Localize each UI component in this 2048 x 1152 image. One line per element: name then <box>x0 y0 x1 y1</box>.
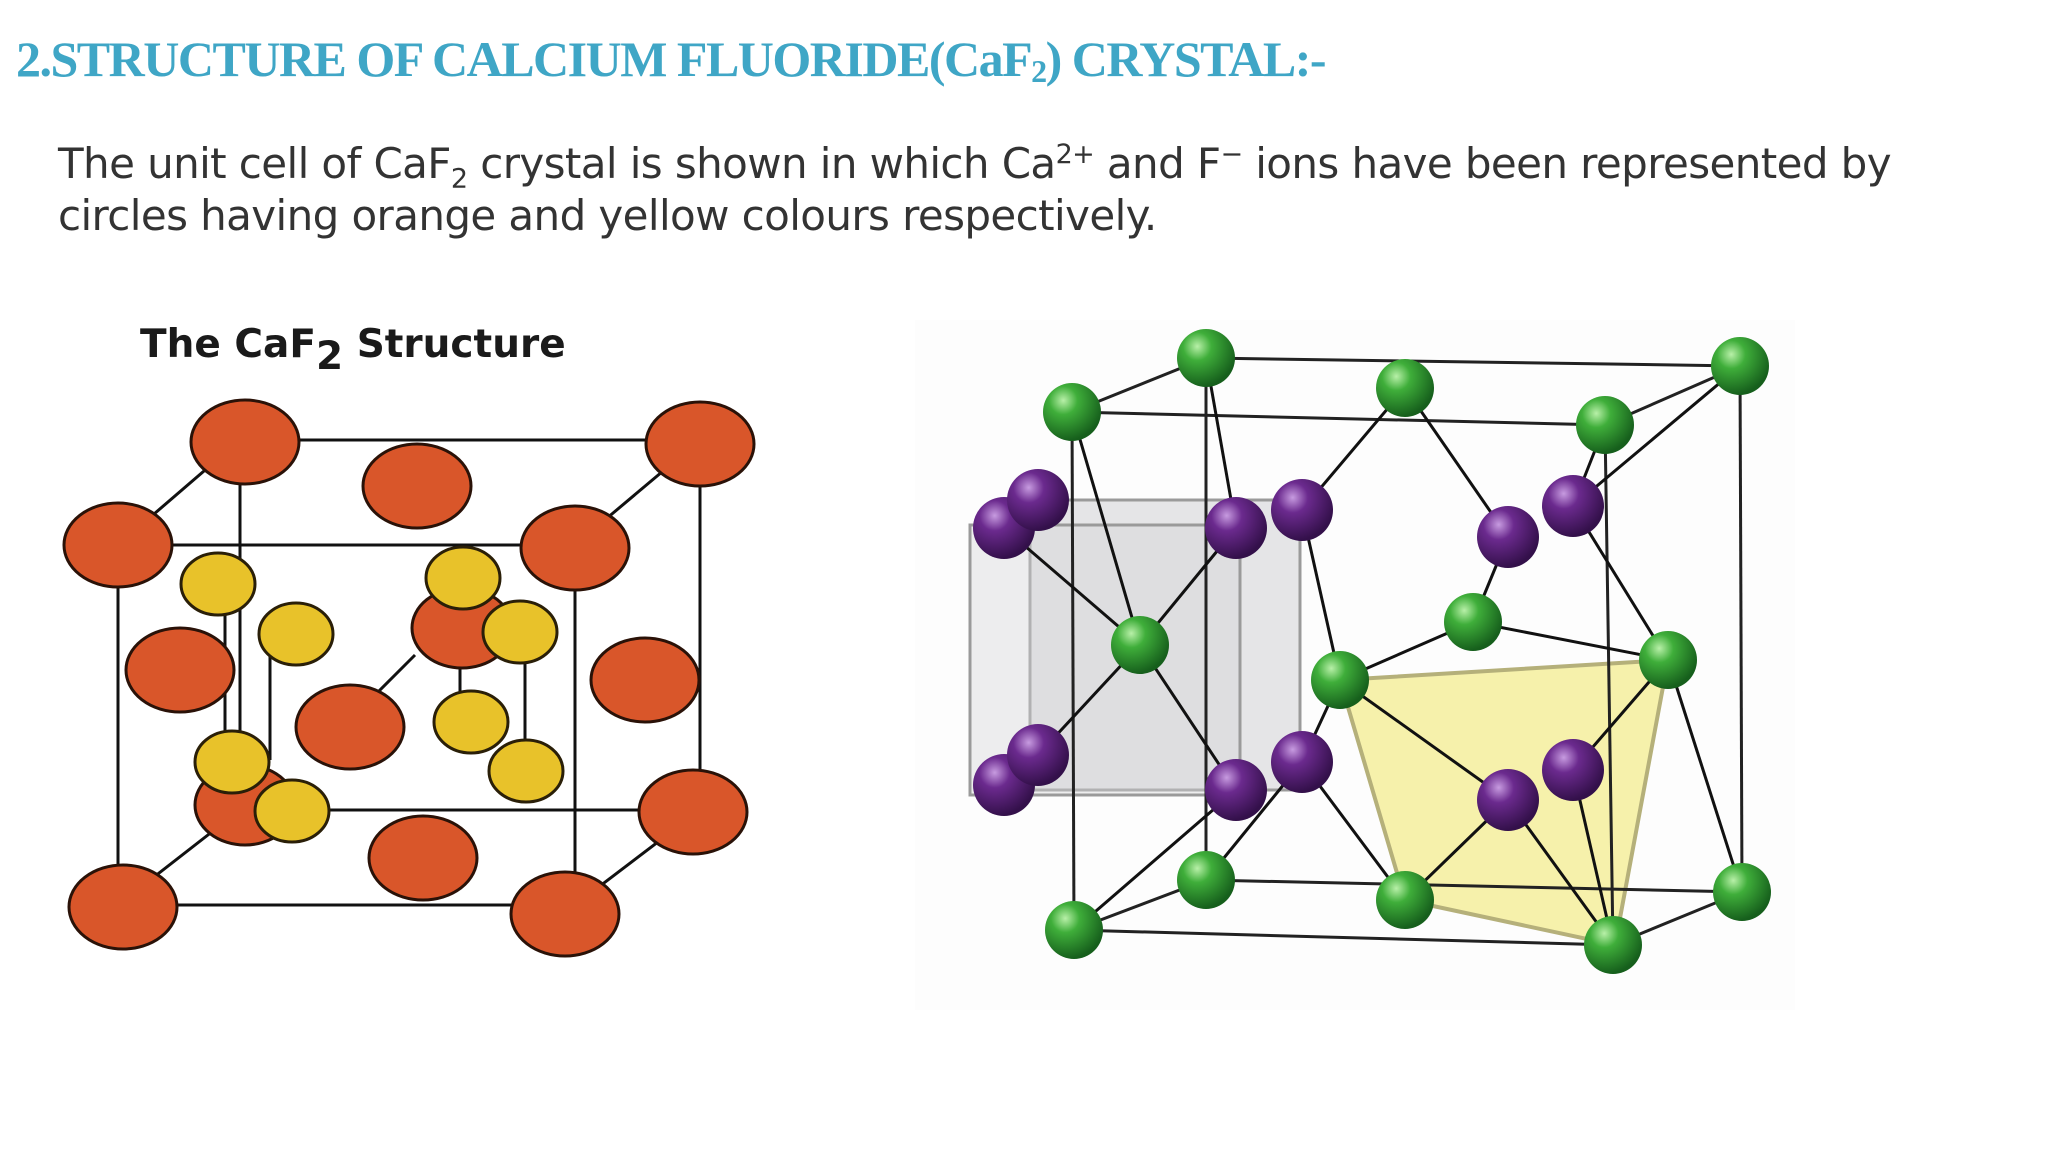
purple-ion <box>1542 739 1604 801</box>
green-ion <box>1311 651 1369 709</box>
f-ion <box>193 729 271 795</box>
purple-ion <box>1477 506 1539 568</box>
purple-ion <box>1477 769 1539 831</box>
ca-ion <box>589 636 701 724</box>
ca-ion <box>509 870 621 958</box>
ca-ion <box>644 400 756 488</box>
ca-ion <box>519 504 631 592</box>
purple-ion <box>1007 724 1069 786</box>
green-ion <box>1043 383 1101 441</box>
description-text-3: and F <box>1094 139 1221 188</box>
description-text-4: ions have been represented by circles ha… <box>58 139 1892 240</box>
green-ion <box>1711 337 1769 395</box>
f-ion <box>481 599 559 665</box>
purple-ion <box>1007 469 1069 531</box>
title-text: STRUCTURE OF CALCIUM FLUORIDE(CaF <box>50 31 1033 87</box>
f-ion <box>179 551 257 617</box>
green-ion <box>1576 396 1634 454</box>
description-text-1: The unit cell of CaF <box>58 139 451 188</box>
description-subscript: 2 <box>450 163 468 195</box>
green-ion <box>1045 901 1103 959</box>
title-text-end: ) CRYSTAL:- <box>1045 31 1327 87</box>
slide-title: 2.STRUCTURE OF CALCIUM FLUORIDE(CaF2) CR… <box>16 30 1327 89</box>
green-ion <box>1639 631 1697 689</box>
ca-ion <box>637 768 749 856</box>
f-ion <box>487 738 565 804</box>
caption-suffix: Structure <box>343 322 566 367</box>
f-ion <box>253 778 331 844</box>
green-ion <box>1177 329 1235 387</box>
title-number: 2. <box>16 31 52 87</box>
green-ions <box>1043 329 1771 974</box>
description-superscript-f: − <box>1220 139 1243 170</box>
ca-ion <box>67 863 179 951</box>
green-ion <box>1713 863 1771 921</box>
caption-subscript: 2 <box>315 334 344 379</box>
ca-ion <box>367 814 479 902</box>
purple-ions <box>973 469 1604 831</box>
green-ion <box>1177 851 1235 909</box>
caption-text: The CaF <box>140 322 316 367</box>
f-ion <box>257 601 335 667</box>
purple-ion <box>1271 479 1333 541</box>
purple-ion <box>1205 759 1267 821</box>
ca-ion <box>294 683 406 771</box>
ca-ion <box>62 501 174 589</box>
green-ion <box>1376 359 1434 417</box>
purple-ion <box>1542 475 1604 537</box>
f-ion <box>424 545 502 611</box>
green-ion <box>1584 916 1642 974</box>
green-ion <box>1444 593 1502 651</box>
description-text-2: crystal is shown in which Ca <box>467 139 1056 188</box>
description-superscript-ca: 2+ <box>1055 139 1095 170</box>
purple-ion <box>1205 497 1267 559</box>
description-paragraph: The unit cell of CaF2 crystal is shown i… <box>58 138 1958 242</box>
figure-left-caption: The CaF2 Structure <box>140 322 566 376</box>
ca-ion <box>189 398 301 486</box>
f-ion <box>432 689 510 755</box>
purple-ion <box>1271 731 1333 793</box>
ca-ion <box>124 626 236 714</box>
ca-ion <box>361 442 473 530</box>
title-subscript: 2 <box>1031 53 1047 89</box>
fluoride-ions <box>179 545 565 844</box>
right-cube-edges <box>1070 356 1744 947</box>
green-ion <box>1376 871 1434 929</box>
green-ion <box>1111 616 1169 674</box>
